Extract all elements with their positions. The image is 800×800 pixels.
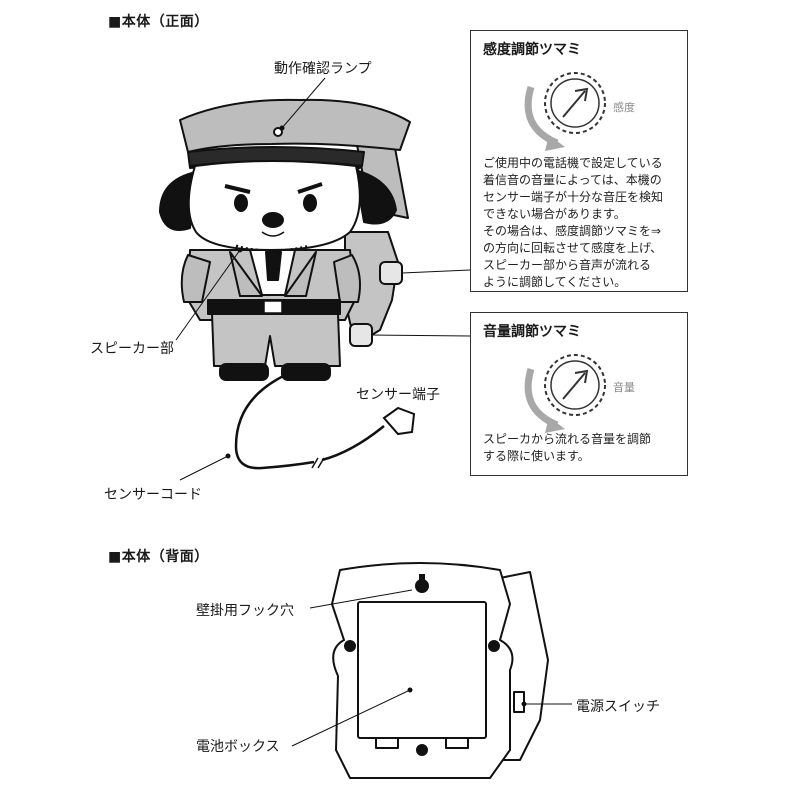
rotate-arrow-head-icon <box>545 135 565 151</box>
sensor-terminal-icon <box>382 406 416 436</box>
sensitivity-title: 感度調節ツマミ <box>483 42 581 58</box>
screw-right-icon <box>488 640 500 652</box>
legs <box>211 313 341 367</box>
tab-left-icon <box>375 737 399 749</box>
back-leader-lines <box>291 589 572 747</box>
back-figure <box>331 562 549 779</box>
lamp-label: 動作確認ランプ <box>274 61 372 77</box>
ear-right <box>354 169 397 225</box>
front-leader-lines <box>175 77 471 481</box>
nose <box>262 212 284 228</box>
sensor-cord-end <box>321 425 385 462</box>
lamp-icon <box>273 127 283 137</box>
back-section-title: ■本体（背面） <box>108 549 209 565</box>
mouth <box>261 231 285 237</box>
power-label: 電源スイッチ <box>576 699 660 715</box>
volume-box: 音量調節ツマミ 音量 スピーカから流れる音量を調節 する際に使います。 <box>470 312 688 476</box>
front-section-title: ■本体（正面） <box>108 14 209 30</box>
lapel-left <box>229 251 263 297</box>
tab-right-icon <box>445 737 469 749</box>
hook-label: 壁掛用フック穴 <box>196 603 294 619</box>
sensitivity-knob-label: 感度 <box>613 101 635 114</box>
volume-knob-arrow-icon <box>562 369 589 400</box>
screw-left-icon <box>344 640 356 652</box>
belt-buckle <box>263 300 283 314</box>
eyebrow-left <box>224 184 251 194</box>
cord-break-icon <box>311 457 325 469</box>
eye-left <box>234 194 248 212</box>
screw-bottom-icon <box>416 744 428 756</box>
sensitivity-description: ご使用中の電話機で設定している 着信音の音量によっては、本機の センサー端子が十… <box>483 156 664 289</box>
face <box>187 160 361 251</box>
volume-knob-label: 音量 <box>613 381 635 394</box>
front-figure <box>159 98 411 381</box>
sensor-terminal-label: センサー端子 <box>356 387 440 403</box>
foot-right <box>281 363 331 381</box>
sensitivity-box: 感度調節ツマミ 感度 ご使用中の電話機で設定している 着信音の音量によっては、本… <box>470 30 688 292</box>
arm-right <box>333 254 361 303</box>
volume-title: 音量調節ツマミ <box>483 324 581 340</box>
lapel-right <box>284 251 317 297</box>
sensitivity-knob-icon <box>379 261 403 285</box>
hook-slot-icon <box>419 574 425 584</box>
tie <box>265 251 282 281</box>
volume-knob-icon <box>349 323 373 347</box>
battery-box-icon <box>357 601 487 739</box>
battery-label: 電池ボックス <box>196 739 280 755</box>
knob-arrow-icon <box>562 87 589 118</box>
volume-knob-illustration <box>524 354 606 433</box>
sensor-cord <box>234 370 315 470</box>
volume-rotate-arrow-head-icon <box>545 417 565 433</box>
ear-left <box>159 171 197 231</box>
volume-description: スピーカから流れる音量を調節 する際に使います。 <box>483 432 652 463</box>
speaker-label: スピーカー部 <box>90 341 174 357</box>
arm-left <box>180 254 211 303</box>
cap-crown <box>179 98 411 153</box>
foot-left <box>219 363 269 381</box>
sensitivity-knob-illustration <box>524 72 606 151</box>
eye-right <box>303 194 317 212</box>
sensor-cord-label: センサーコード <box>104 487 202 503</box>
eyebrow-right <box>297 182 323 194</box>
